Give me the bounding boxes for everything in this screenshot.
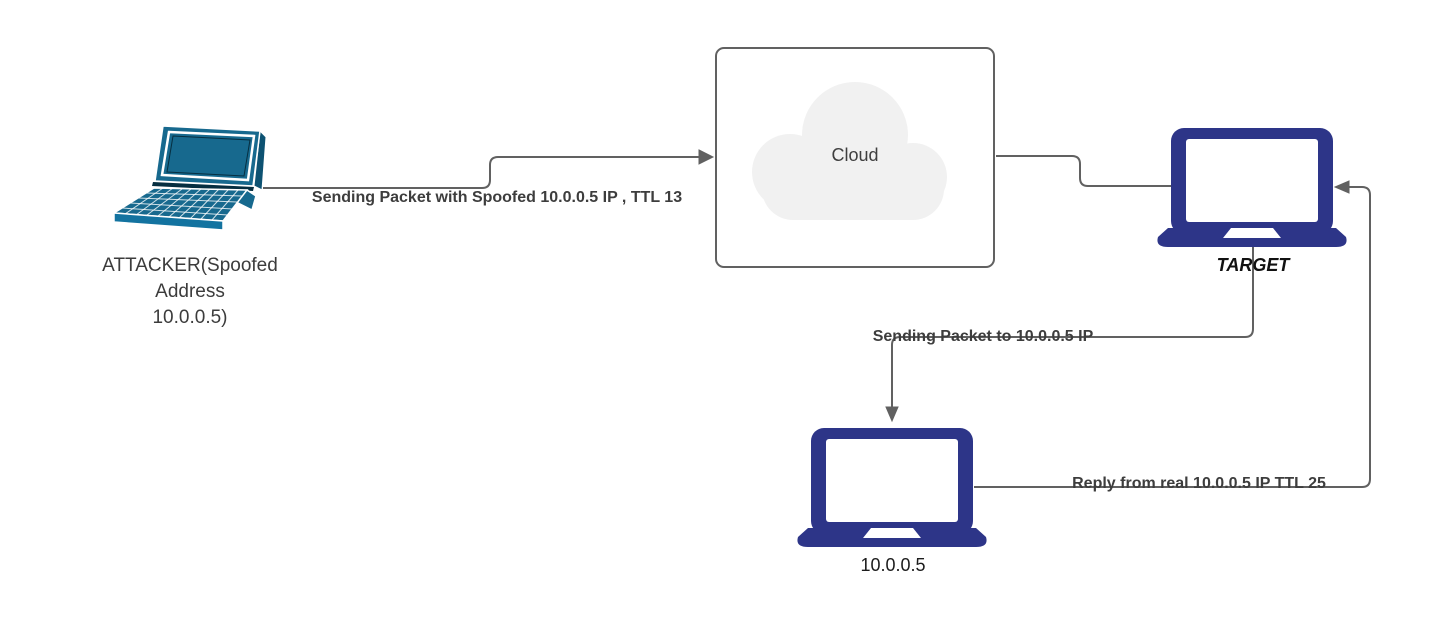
edge-cloud-to-target (996, 155, 1171, 187)
node-real-host (796, 428, 988, 548)
edge-label-spoofed-packet: Sending Packet with Spoofed 10.0.0.5 IP … (311, 189, 683, 206)
edge-target-to-real-host (885, 246, 1254, 423)
edge-label-sending-packet: Sending Packet to 10.0.0.5 IP (872, 328, 1094, 345)
node-attacker (103, 122, 268, 234)
cloud-icon (752, 82, 947, 220)
arrowhead-left-icon (1333, 180, 1350, 194)
edge-attacker-to-cloud (263, 149, 715, 189)
arrowhead-down-icon (885, 406, 899, 423)
target-label: TARGET (1216, 255, 1290, 275)
edge-real-host-to-target (974, 180, 1371, 488)
real-host-label: 10.0.0.5 (860, 555, 926, 575)
node-target (1156, 128, 1348, 248)
arrowhead-right-icon (698, 149, 715, 165)
laptop-icon (1156, 128, 1348, 248)
node-cloud: Cloud (715, 47, 995, 268)
laptop-icon (796, 428, 988, 548)
cloud-label: Cloud (831, 145, 879, 165)
attacker-label: ATTACKER(Spoofed Address 10.0.0.5) (102, 255, 278, 328)
laptop-isometric-icon (111, 125, 267, 231)
edge-label-reply: Reply from real 10.0.0.5 IP TTL 25 (1072, 475, 1326, 492)
